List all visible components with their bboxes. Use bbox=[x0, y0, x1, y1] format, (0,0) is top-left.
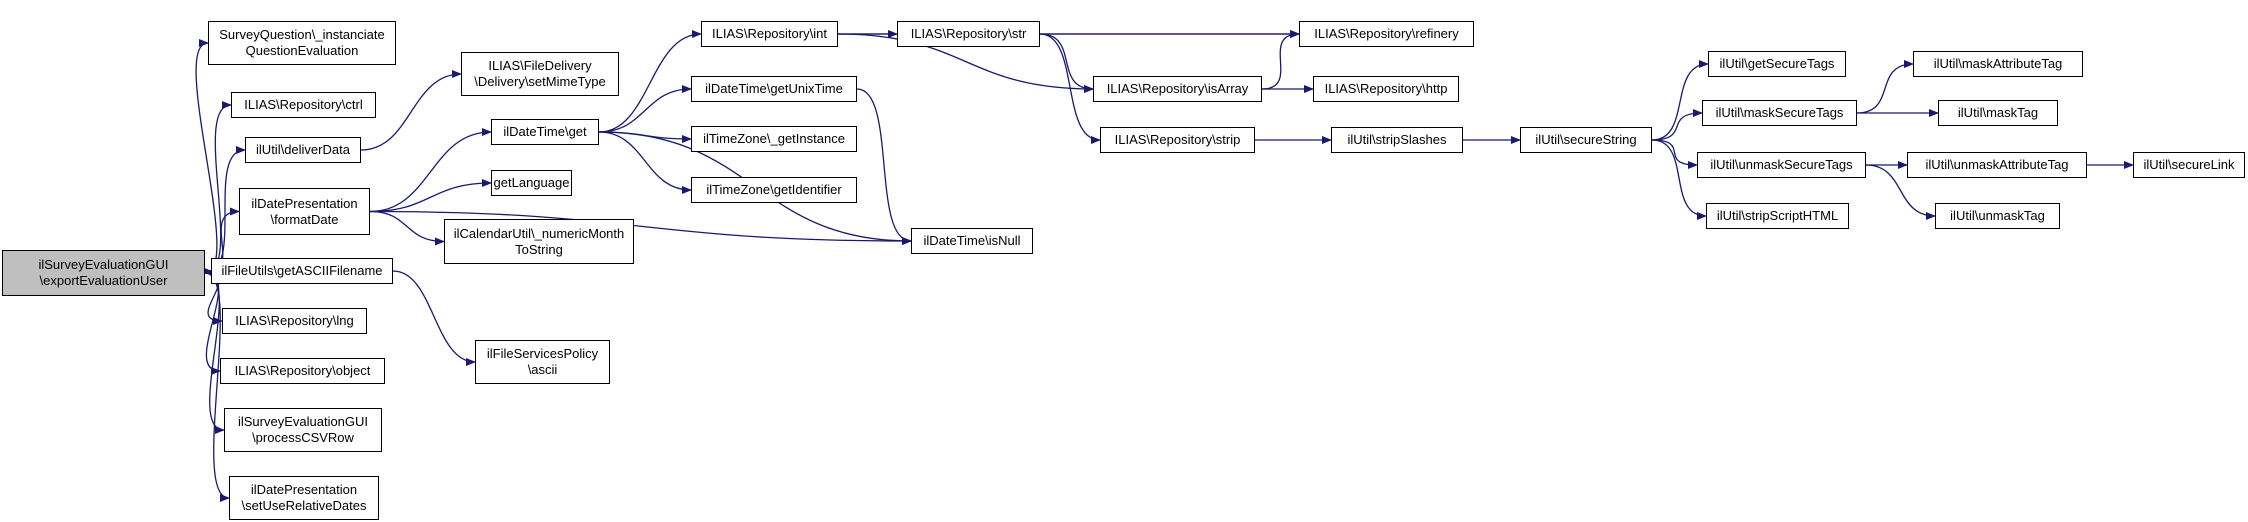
edge-dt_get-to-tz_ident bbox=[598, 131, 692, 194]
node-timezone-identifier[interactable]: ilTimeZone\getIdentifier bbox=[691, 177, 857, 203]
node-strip-slashes[interactable]: ilUtil\stripSlashes bbox=[1331, 127, 1463, 153]
edge-root-to-relative bbox=[204, 272, 230, 502]
node-repo-str[interactable]: ILIAS\Repository\str bbox=[897, 21, 1040, 47]
node-secure-string[interactable]: ilUtil\secureString bbox=[1520, 127, 1652, 153]
edge-formatdate-to-getlang bbox=[369, 179, 492, 213]
node-repo-http[interactable]: ILIAS\Repository\http bbox=[1313, 76, 1459, 102]
edge-dt_get-to-unixtime bbox=[598, 85, 692, 133]
edge-repo_str-to-strip bbox=[1039, 33, 1101, 144]
edge-deliver-to-setmime bbox=[360, 70, 462, 151]
node-process-csv-row[interactable]: ilSurveyEvaluationGUI \processCSVRow bbox=[224, 408, 382, 452]
node-get-language[interactable]: getLanguage bbox=[491, 170, 572, 196]
node-file-services-ascii[interactable]: ilFileServicesPolicy \ascii bbox=[475, 340, 610, 384]
node-timezone-instance[interactable]: ilTimeZone\_getInstance bbox=[691, 126, 857, 152]
node-is-null[interactable]: ilDateTime\isNull bbox=[911, 228, 1033, 254]
node-repo-ctrl[interactable]: ILIAS\Repository\ctrl bbox=[231, 92, 376, 118]
edge-unixtime-to-isnull bbox=[856, 88, 912, 245]
node-sq-instanciate[interactable]: SurveyQuestion\_instanciate QuestionEval… bbox=[208, 21, 396, 65]
edge-root-to-proc_csv bbox=[204, 272, 225, 434]
node-mask-tag[interactable]: ilUtil\maskTag bbox=[1938, 100, 2058, 126]
node-mask-attribute-tag[interactable]: ilUtil\maskAttributeTag bbox=[1913, 51, 2083, 77]
edge-repo_int-to-isarray bbox=[837, 33, 1094, 93]
node-mask-secure-tags[interactable]: ilUtil\maskSecureTags bbox=[1702, 100, 1857, 126]
node-unmask-attribute-tag[interactable]: ilUtil\unmaskAttributeTag bbox=[1907, 152, 2087, 178]
node-set-mime-type[interactable]: ILIAS\FileDelivery \Delivery\setMimeType bbox=[461, 52, 619, 96]
edge-root-to-repo_ctrl bbox=[204, 101, 232, 274]
node-repo-object[interactable]: ILIAS\Repository\object bbox=[220, 358, 385, 384]
node-deliver-data[interactable]: ilUtil\deliverData bbox=[245, 137, 361, 163]
node-format-date[interactable]: ilDatePresentation \formatDate bbox=[239, 188, 370, 235]
edge-repo_str-to-isarray bbox=[1039, 33, 1094, 93]
edge-securestr-to-masksec bbox=[1651, 109, 1703, 141]
edge-securestr-to-getsec bbox=[1651, 60, 1709, 141]
node-ascii-filename[interactable]: ilFileUtils\getASCIIFilename bbox=[211, 258, 393, 284]
node-get-secure-tags[interactable]: ilUtil\getSecureTags bbox=[1708, 51, 1846, 77]
node-unmask-tag[interactable]: ilUtil\unmaskTag bbox=[1935, 203, 2060, 229]
edge-ascii_fn-to-fs_ascii bbox=[392, 270, 476, 366]
edge-securestr-to-stripscr bbox=[1651, 139, 1707, 220]
node-get-unix-time[interactable]: ilDateTime\getUnixTime bbox=[691, 76, 857, 102]
edge-isarray-to-refinery bbox=[1261, 30, 1300, 90]
node-repo-int[interactable]: ILIAS\Repository\int bbox=[701, 21, 838, 47]
edge-masksec-to-maskattr bbox=[1856, 60, 1914, 114]
edge-formatdate-to-isnull bbox=[369, 210, 912, 245]
node-strip-script-html[interactable]: ilUtil\stripScriptHTML bbox=[1706, 203, 1849, 229]
edge-root-to-sq_inst bbox=[195, 39, 218, 274]
edge-formatdate-to-cal_util bbox=[369, 210, 445, 246]
node-calendar-util[interactable]: ilCalendarUtil\_numericMonth ToString bbox=[444, 219, 634, 264]
node-repo-refinery[interactable]: ILIAS\Repository\refinery bbox=[1299, 21, 1474, 47]
node-repo-lng[interactable]: ILIAS\Repository\lng bbox=[222, 308, 367, 334]
edge-unmasksec-to-unmasktag bbox=[1865, 164, 1936, 220]
node-datetime-get[interactable]: ilDateTime\get bbox=[491, 119, 599, 145]
node-repo-is-array[interactable]: ILIAS\Repository\isArray bbox=[1093, 76, 1262, 102]
edge-securestr-to-unmasksec bbox=[1651, 139, 1698, 169]
node-repo-strip[interactable]: ILIAS\Repository\strip bbox=[1100, 127, 1255, 153]
node-set-use-relative-dates[interactable]: ilDatePresentation \setUseRelativeDates bbox=[229, 476, 379, 520]
edge-dt_get-to-repo_int bbox=[598, 30, 702, 133]
edge-formatdate-to-dt_get bbox=[369, 128, 492, 213]
node-unmask-secure-tags[interactable]: ilUtil\unmaskSecureTags bbox=[1697, 152, 1866, 178]
node-secure-link[interactable]: ilUtil\secureLink bbox=[2133, 152, 2245, 178]
node-root[interactable]: ilSurveyEvaluationGUI \exportEvaluationU… bbox=[2, 250, 205, 296]
